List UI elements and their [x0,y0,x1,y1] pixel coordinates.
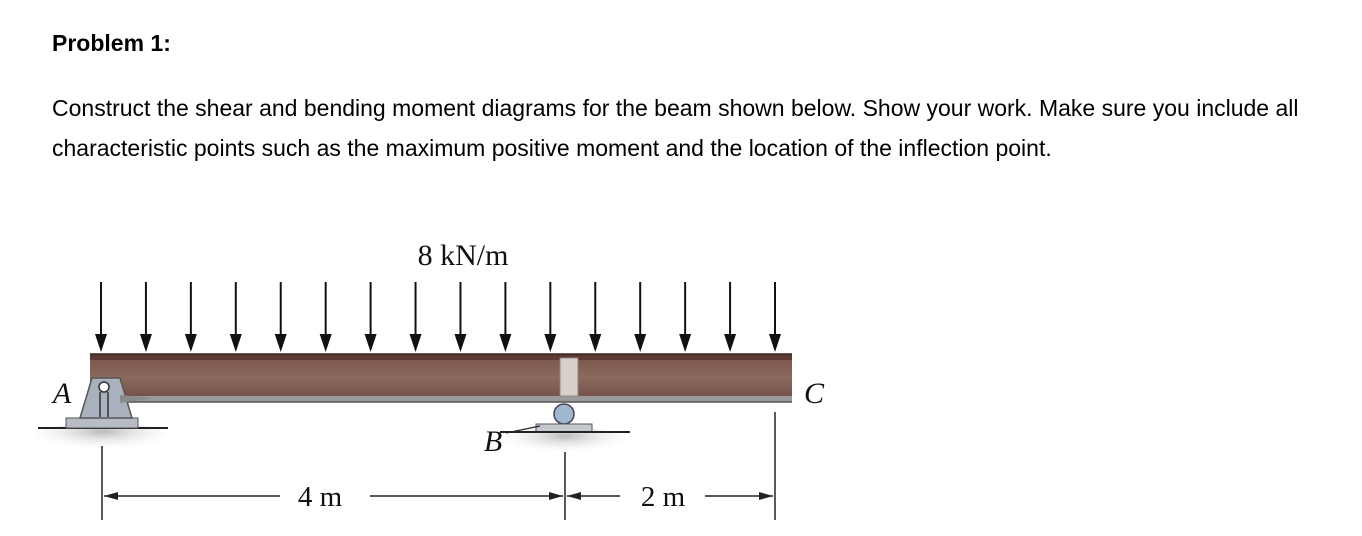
load-arrow [544,282,557,352]
point-c-label: C [804,377,825,410]
load-arrow [454,282,467,352]
point-a-label: A [51,377,72,410]
load-arrow [769,282,781,352]
load-arrow [724,282,737,352]
beam [90,353,792,403]
span-bc-label: 2 m [641,481,686,513]
load-arrow [409,282,422,352]
load-arrow [589,282,602,352]
pin-support-a [34,377,170,454]
distributed-load-arrows [95,282,781,352]
load-arrow [229,282,242,352]
roller-support-b [500,403,630,457]
distributed-load-label: 8 kN/m [418,239,509,272]
load-arrow [95,282,107,352]
load-arrow [634,282,647,352]
span-ab-label: 4 m [298,481,343,513]
dimension-lines [101,412,776,520]
load-arrow [139,282,152,352]
load-arrow [499,282,512,352]
problem-title: Problem 1: [52,30,171,56]
problem-statement: Construct the shear and bending moment d… [52,95,1299,161]
load-arrow [679,282,692,352]
point-b-label: B [484,425,502,458]
load-arrow [184,282,197,352]
load-arrow [274,282,287,352]
load-arrow [364,282,377,352]
load-arrow [319,282,332,352]
